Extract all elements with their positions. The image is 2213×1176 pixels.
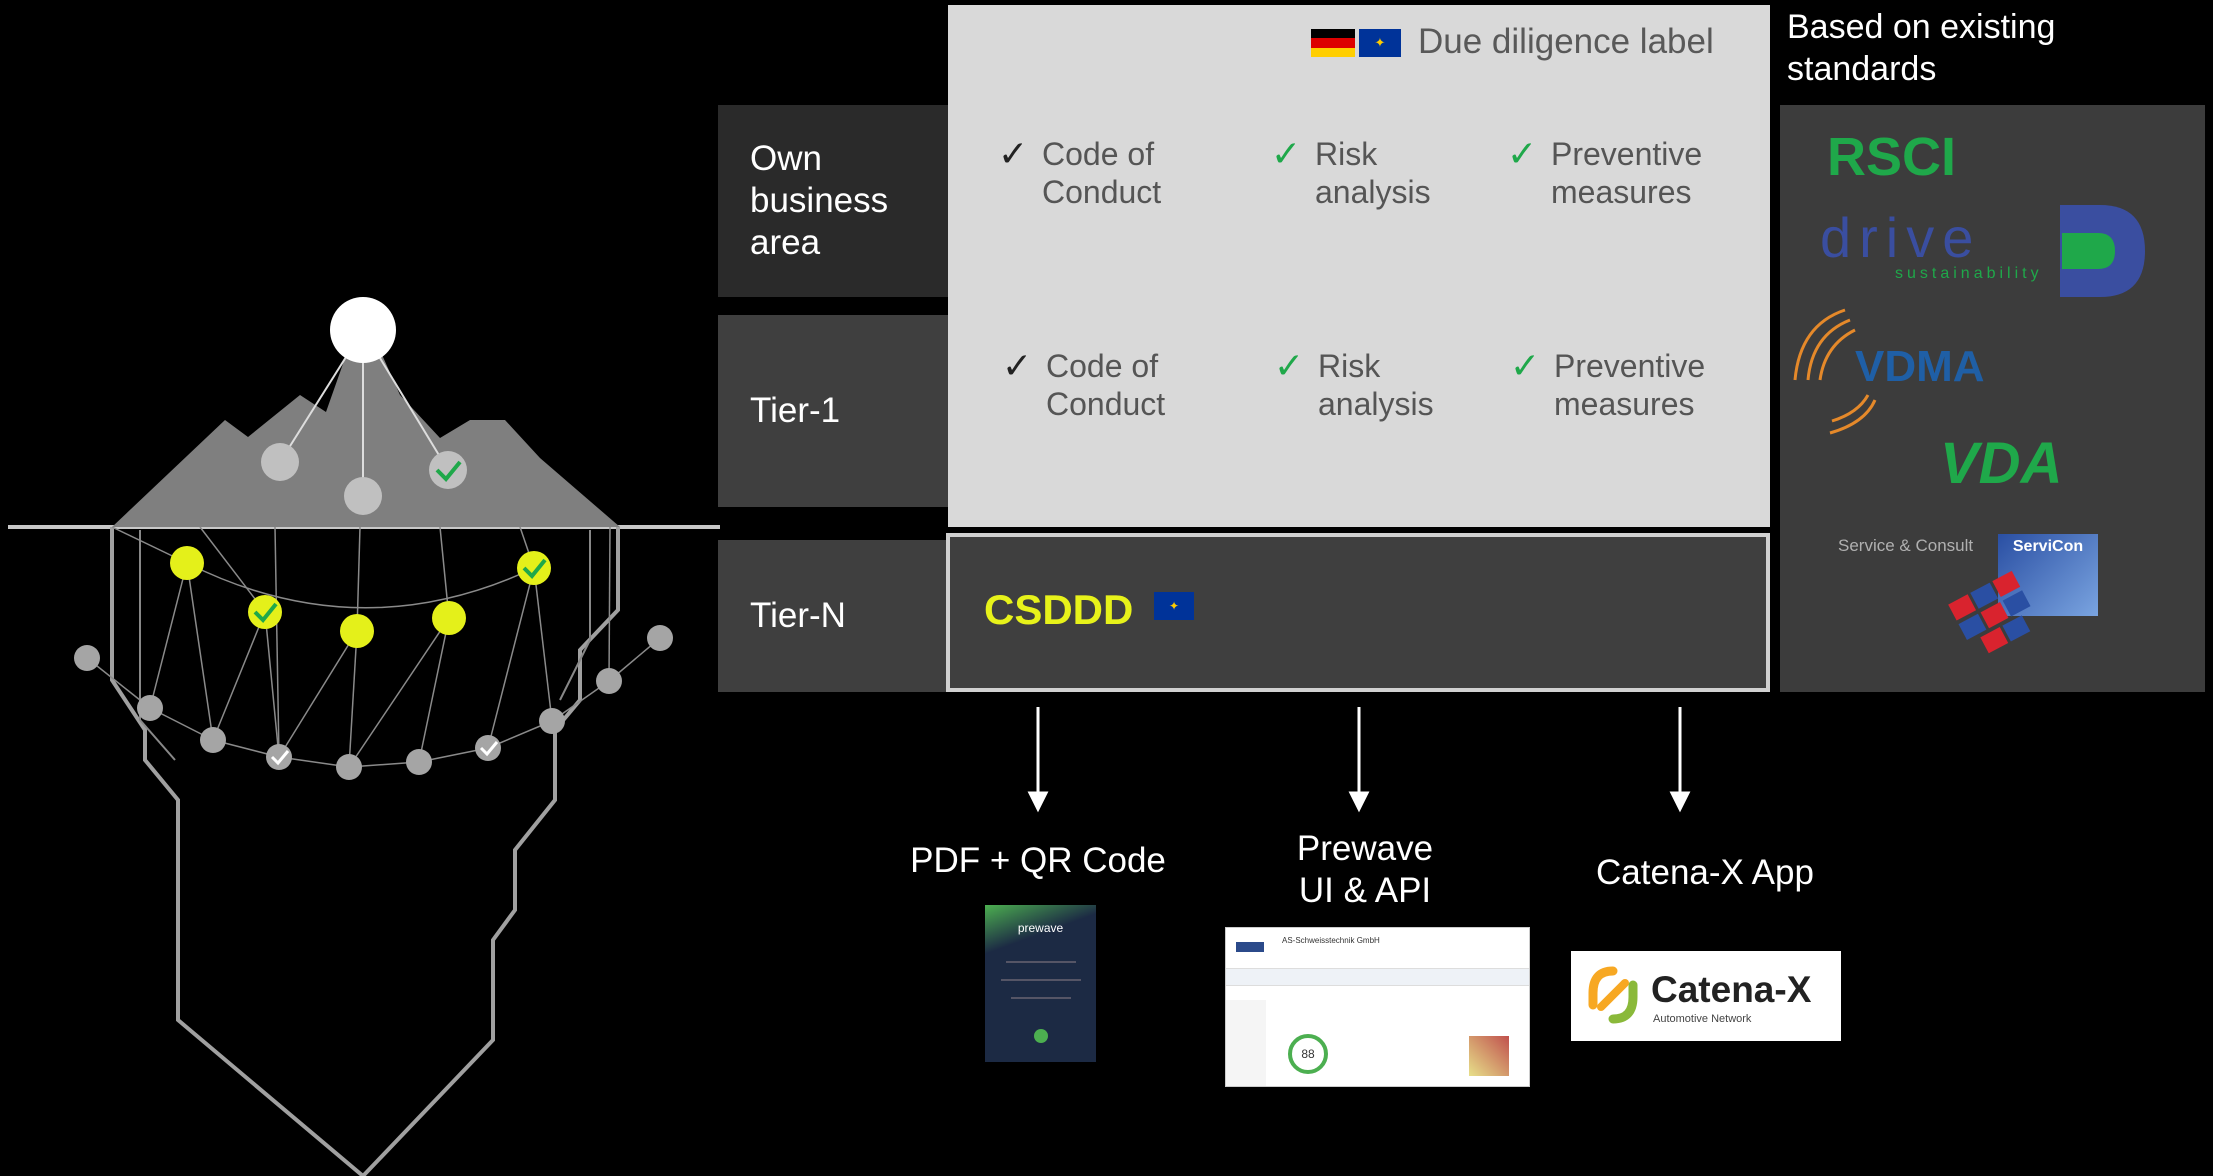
eu-flag-icon: ✦: [1359, 29, 1401, 57]
company-node: [330, 297, 396, 363]
due-diligence-title: Due diligence label: [1418, 22, 1714, 61]
iceberg-tip: [112, 310, 620, 527]
check-code-of-conduct-own: ✓Code of Conduct: [998, 133, 1162, 211]
certificate-brand: prewave: [1017, 921, 1064, 935]
certificate-seal-icon: [1033, 1029, 1048, 1043]
rsci-logo: RSCI: [1827, 127, 1957, 187]
certificate-thumbnail[interactable]: prewave: [985, 905, 1096, 1062]
tiern-node: [200, 727, 226, 753]
tiern-node: [596, 668, 622, 694]
tier2-node: [340, 614, 374, 648]
output-label-catenax: Catena-X App: [1596, 853, 1814, 892]
check-icon: [270, 750, 290, 766]
tier1-node: [261, 443, 299, 481]
due-diligence-panel: [948, 5, 1770, 527]
tiern-node: [137, 695, 163, 721]
catenax-icon: [1588, 966, 1638, 1024]
check-icon: [253, 602, 278, 623]
drive-logo-subtext: sustainability: [1895, 265, 2043, 282]
row-label-tier1: Tier-1: [718, 315, 948, 507]
output-arrows: [1027, 707, 1691, 813]
dashboard-company: AS-Schweisstechnik GmbH: [1282, 936, 1380, 945]
row-label-own-business: Own business area: [718, 105, 948, 297]
check-icon: [479, 741, 499, 757]
tiern-node: [539, 708, 565, 734]
check-risk-analysis-own: ✓Risk analysis: [1271, 133, 1431, 211]
tier2-node: [170, 546, 204, 580]
output-label-pdf: PDF + QR Code: [910, 841, 1166, 880]
check-risk-analysis-tier1: ✓Risk analysis: [1274, 345, 1434, 423]
prewave-dashboard-thumbnail[interactable]: AS-Schweisstechnik GmbH 88: [1225, 927, 1530, 1087]
vda-logo: VDA: [1940, 431, 2063, 496]
germany-flag-icon: [1311, 29, 1355, 57]
eu-flag-icon: ✦: [1154, 592, 1194, 620]
tier2-node: [432, 601, 466, 635]
servicon-logo-icon: [1948, 570, 2031, 654]
csddd-label: CSDDD: [984, 586, 1134, 633]
catenax-tagline: Automotive Network: [1653, 1013, 1752, 1025]
check-code-of-conduct-tier1: ✓Code of Conduct: [1002, 345, 1166, 423]
tiern-node-checked: [266, 744, 292, 770]
check-preventive-measures-own: ✓Preventive measures: [1507, 133, 1703, 211]
tiern-node: [336, 754, 362, 780]
standards-title: Based on existing standards: [1787, 8, 2056, 88]
csddd-box: [946, 533, 1770, 692]
iceberg-underwater: [110, 527, 620, 1176]
servicon-name: ServiCon: [2012, 538, 2084, 555]
output-label-prewave: Prewave UI & API: [1296, 829, 1434, 910]
tier1-node: [344, 477, 382, 515]
dashboard-score: 88: [1288, 1034, 1328, 1074]
check-icon: [435, 460, 462, 482]
drive-d-logo-icon: [2060, 205, 2145, 297]
tiern-node: [647, 625, 673, 651]
tier2-node-checked: [248, 595, 282, 629]
tiern-node: [74, 645, 100, 671]
drive-logo-text: drive: [1820, 206, 1982, 269]
check-preventive-measures-tier1: ✓Preventive measures: [1510, 345, 1706, 423]
row-label-tiern: Tier-N: [718, 540, 948, 692]
vdma-arcs-icon: [1793, 308, 1877, 435]
tiern-node-checked: [475, 735, 501, 761]
tier2-node-checked: [517, 551, 551, 585]
tiern-node: [406, 749, 432, 775]
servicon-box: ServiCon: [1998, 534, 2098, 616]
check-icon: [522, 558, 547, 579]
iceberg-illustration: [8, 297, 720, 1176]
catenax-logo[interactable]: Catena-X Automotive Network: [1571, 951, 1841, 1041]
tier1-node-checked: [429, 451, 467, 489]
vdma-logo: VDMA: [1855, 342, 1985, 391]
servicon-tagline: Service & Consult: [1838, 536, 1974, 555]
catenax-name: Catena-X: [1651, 969, 1812, 1010]
